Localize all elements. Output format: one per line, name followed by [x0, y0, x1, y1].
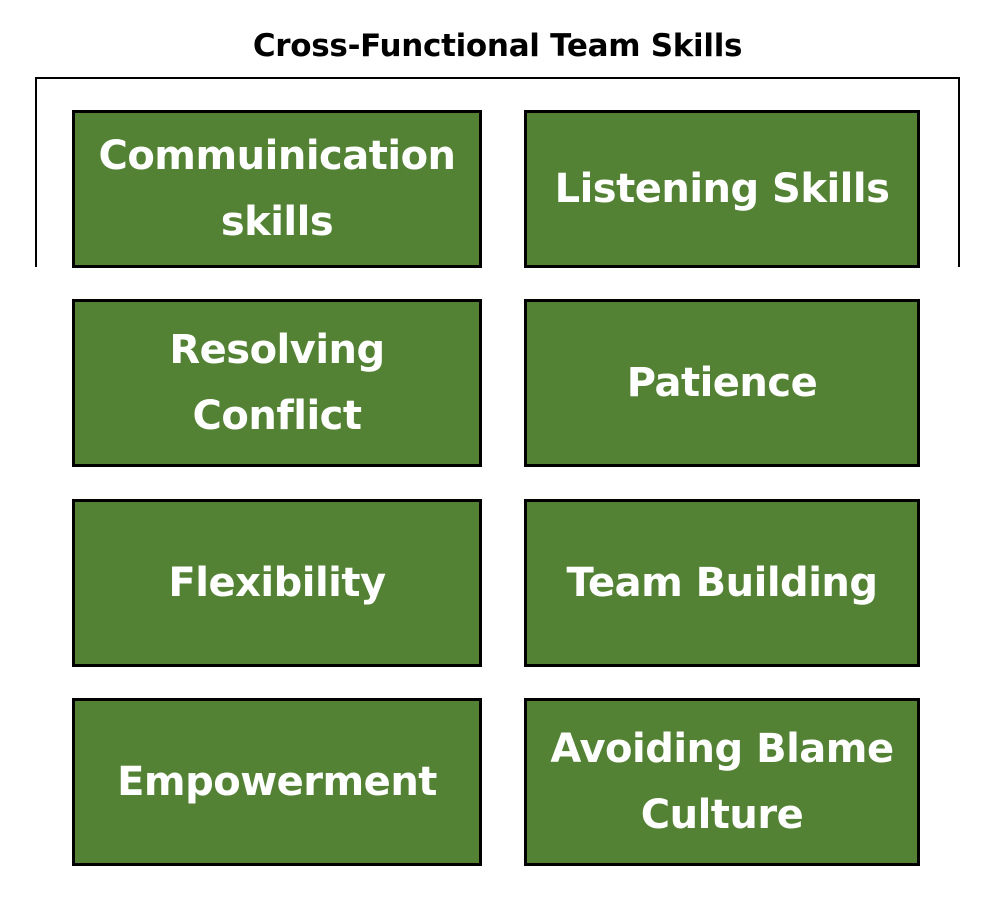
skill-label: Patience [626, 360, 818, 406]
skill-label: Avoiding Blame Culture [550, 726, 894, 838]
skill-box-team-building: Team Building [524, 499, 920, 667]
skill-box-communication: Commuinication skills [72, 110, 482, 268]
skill-label: Empowerment [117, 759, 437, 805]
skill-box-patience: Patience [524, 299, 920, 467]
skill-label: Listening Skills [554, 166, 890, 212]
skill-box-avoiding-blame: Avoiding Blame Culture [524, 698, 920, 866]
skill-box-empowerment: Empowerment [72, 698, 482, 866]
title-bracket [35, 77, 960, 267]
skill-label: Team Building [566, 560, 878, 606]
skill-label: Resolving Conflict [169, 327, 385, 439]
skill-box-flexibility: Flexibility [72, 499, 482, 667]
skill-box-resolving-conflict: Resolving Conflict [72, 299, 482, 467]
diagram-title: Cross-Functional Team Skills [252, 28, 743, 64]
skill-box-listening: Listening Skills [524, 110, 920, 268]
skill-label: Commuinication skills [98, 133, 456, 245]
skill-label: Flexibility [168, 560, 386, 606]
